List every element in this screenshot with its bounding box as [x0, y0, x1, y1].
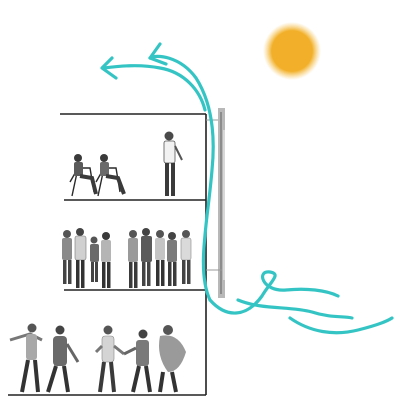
floor-top-people — [70, 132, 182, 197]
flow-lower-stream-3 — [290, 318, 392, 333]
standing-presenter — [164, 132, 182, 197]
arrowhead-upper — [150, 44, 166, 64]
dancers-left — [10, 324, 78, 393]
floor-ground-people — [10, 324, 186, 393]
group-right — [128, 228, 191, 288]
dancers-right — [96, 325, 186, 392]
group-left — [62, 228, 111, 288]
seated-person-1 — [74, 154, 96, 194]
floor-second-people — [62, 228, 191, 288]
seated-person-2 — [100, 154, 124, 194]
sun-icon — [263, 22, 321, 80]
